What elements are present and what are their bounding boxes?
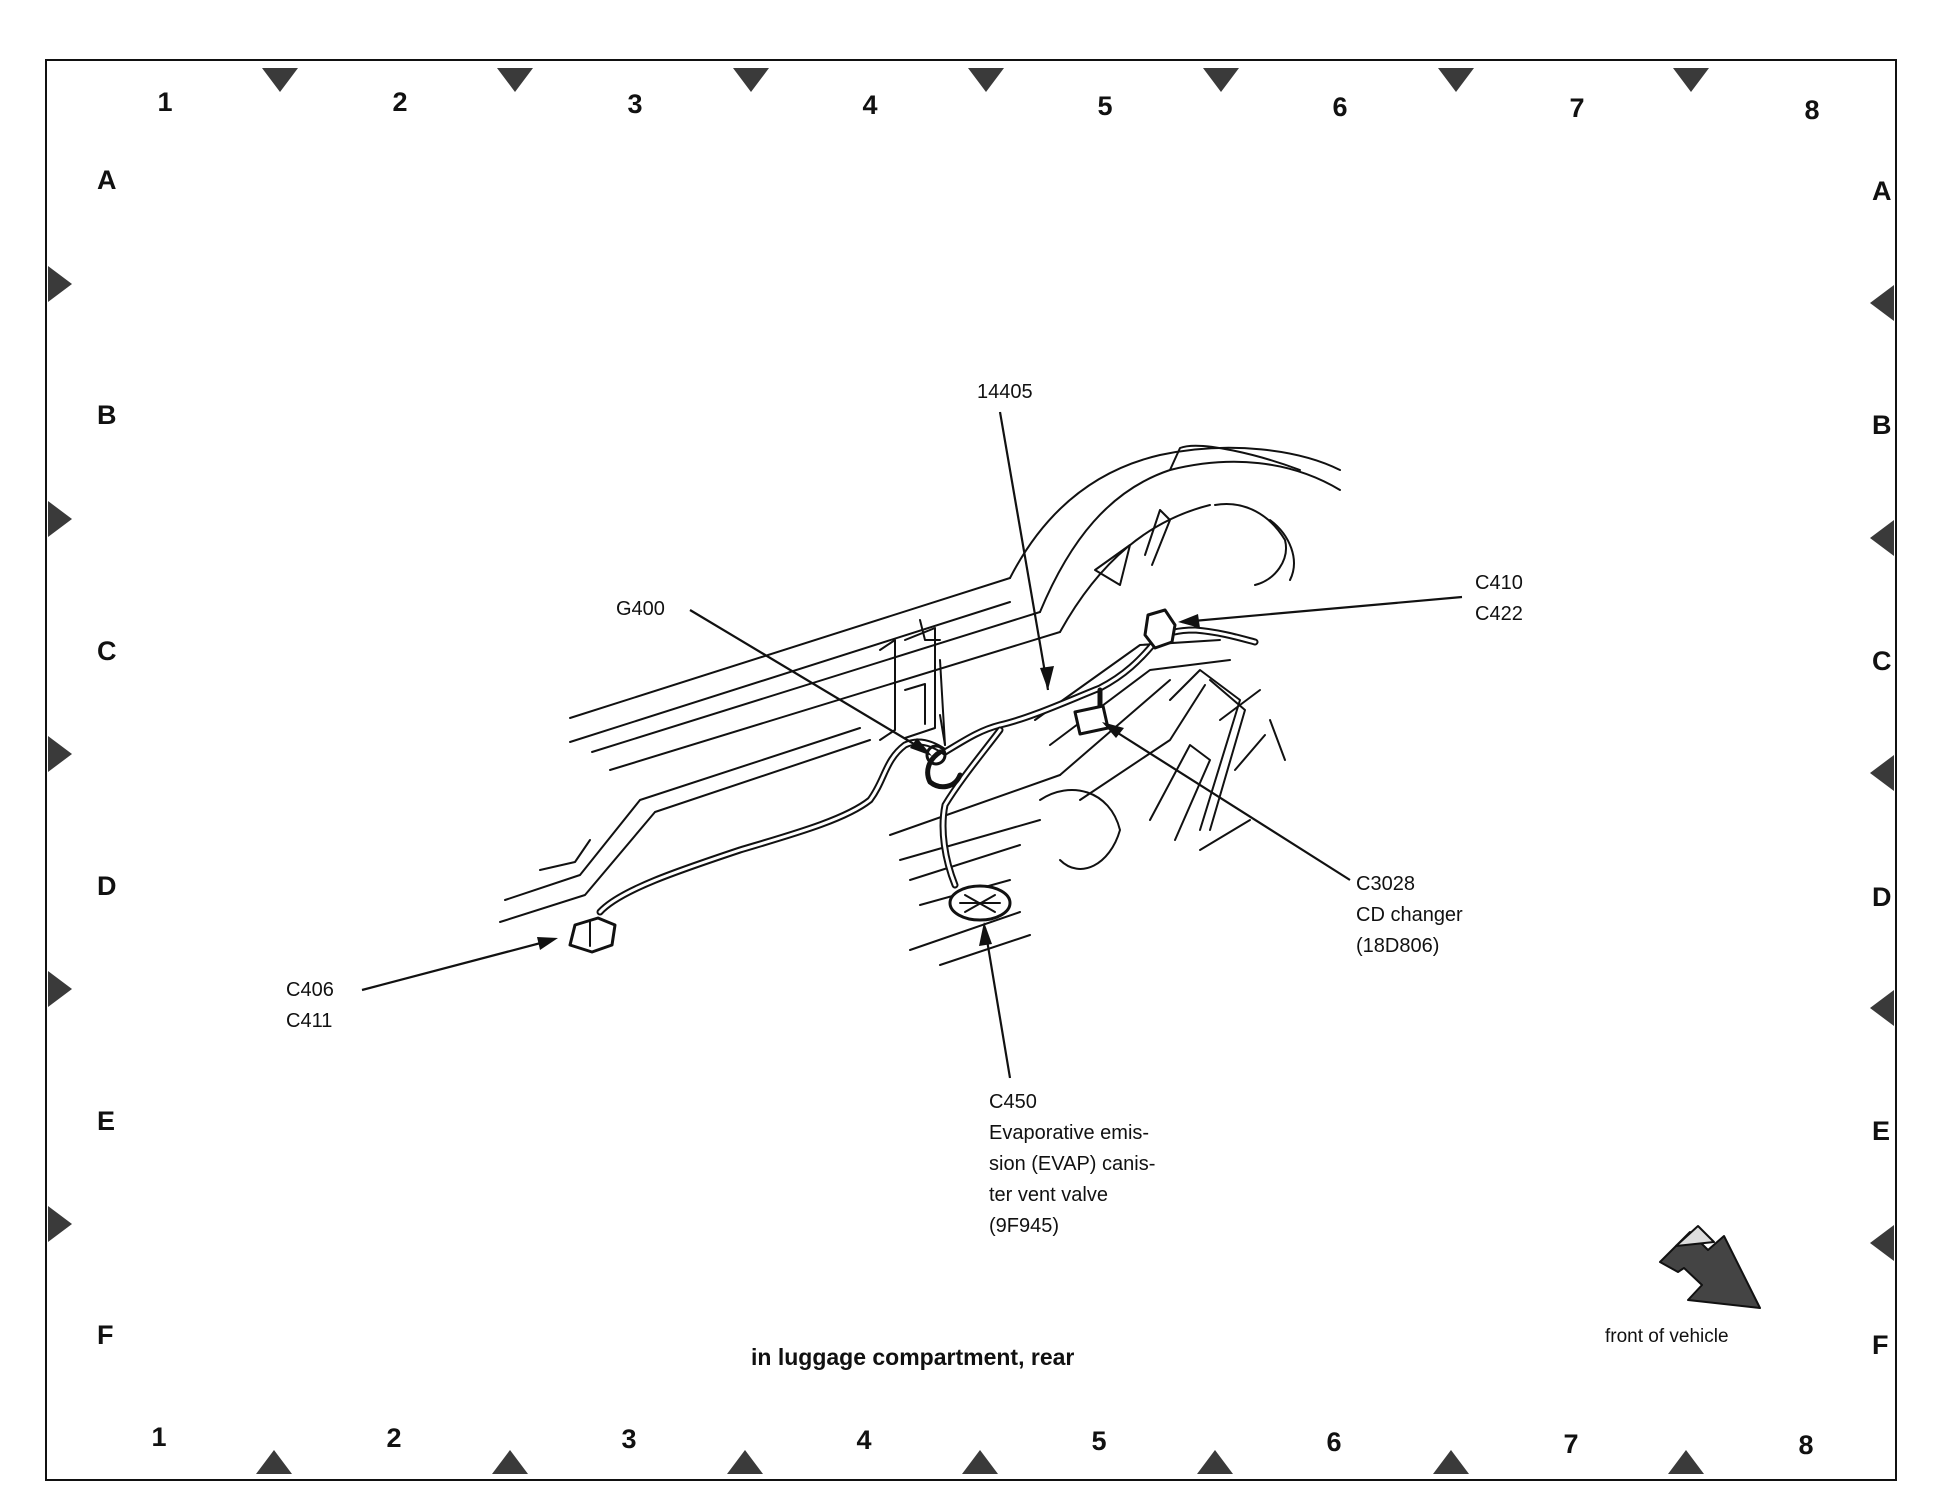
column-label-1: 1 bbox=[157, 87, 173, 117]
callout-14405: 14405 bbox=[977, 377, 1033, 408]
callout-g400: G400 bbox=[616, 594, 665, 625]
callout-c410-line: C422 bbox=[1475, 603, 1523, 625]
callout-c450: C450 Evaporative emis- sion (EVAP) canis… bbox=[989, 1087, 1155, 1242]
column-label-7: 7 bbox=[1569, 93, 1585, 123]
callout-c450-line: Evaporative emis- bbox=[989, 1122, 1150, 1144]
grid-markers-right bbox=[1870, 285, 1894, 1261]
column-label-5: 5 bbox=[1091, 1426, 1107, 1456]
column-label-3: 3 bbox=[627, 89, 643, 119]
callout-g400-line: G400 bbox=[616, 598, 665, 620]
row-label-b: B bbox=[97, 400, 117, 430]
column-label-1: 1 bbox=[151, 1422, 167, 1452]
column-label-2: 2 bbox=[392, 87, 408, 117]
column-label-4: 4 bbox=[862, 90, 878, 120]
row-label-b: B bbox=[1872, 410, 1892, 440]
grid-markers-top bbox=[262, 68, 1709, 92]
callout-c450-line: C450 bbox=[989, 1091, 1037, 1113]
grid-markers-bottom bbox=[256, 1450, 1704, 1474]
row-label-e: E bbox=[1872, 1116, 1891, 1146]
column-label-4: 4 bbox=[856, 1425, 872, 1455]
column-label-8: 8 bbox=[1798, 1430, 1814, 1460]
column-label-6: 6 bbox=[1326, 1427, 1342, 1457]
diagram-caption: in luggage compartment, rear bbox=[751, 1344, 1075, 1370]
row-label-d: D bbox=[97, 871, 117, 901]
column-label-6: 6 bbox=[1332, 92, 1348, 122]
front-of-vehicle-label: front of vehicle bbox=[1605, 1326, 1729, 1347]
callout-c410: C410 C422 bbox=[1475, 568, 1523, 630]
column-label-8: 8 bbox=[1804, 95, 1820, 125]
wiring-harness bbox=[568, 608, 1259, 954]
callout-c3028-line: (18D806) bbox=[1356, 935, 1440, 957]
callout-c450-line: sion (EVAP) canis- bbox=[989, 1153, 1156, 1175]
leader-lines bbox=[361, 411, 1463, 1079]
column-label-5: 5 bbox=[1097, 91, 1113, 121]
luggage-compartment-illustration bbox=[499, 444, 1341, 966]
callout-c3028-line: C3028 bbox=[1356, 873, 1415, 895]
callout-c3028: C3028 CD changer (18D806) bbox=[1356, 869, 1463, 962]
row-label-c: C bbox=[1872, 646, 1892, 676]
row-label-f: F bbox=[1872, 1330, 1889, 1360]
column-label-7: 7 bbox=[1563, 1429, 1579, 1459]
callout-c450-line: (9F945) bbox=[989, 1215, 1060, 1237]
callout-c406-line: C411 bbox=[286, 1010, 333, 1032]
row-label-a: A bbox=[1872, 176, 1892, 206]
callout-c450-line: ter vent valve bbox=[989, 1184, 1108, 1206]
row-label-f: F bbox=[97, 1320, 114, 1350]
callout-c406-line: C406 bbox=[286, 979, 334, 1001]
leader-arrowheads bbox=[537, 614, 1200, 950]
callout-c3028-line: CD changer bbox=[1356, 904, 1463, 926]
column-label-3: 3 bbox=[621, 1424, 637, 1454]
row-label-d: D bbox=[1872, 882, 1892, 912]
front-of-vehicle-arrow-icon bbox=[1659, 1225, 1761, 1309]
callout-14405-line: 14405 bbox=[977, 381, 1033, 403]
row-label-a: A bbox=[97, 165, 117, 195]
callout-c410-line: C410 bbox=[1475, 572, 1523, 594]
column-label-2: 2 bbox=[386, 1423, 402, 1453]
callout-c406: C406 C411 bbox=[286, 975, 334, 1037]
row-label-e: E bbox=[97, 1106, 116, 1136]
grid-markers-left bbox=[48, 266, 72, 1242]
row-label-c: C bbox=[97, 636, 117, 666]
